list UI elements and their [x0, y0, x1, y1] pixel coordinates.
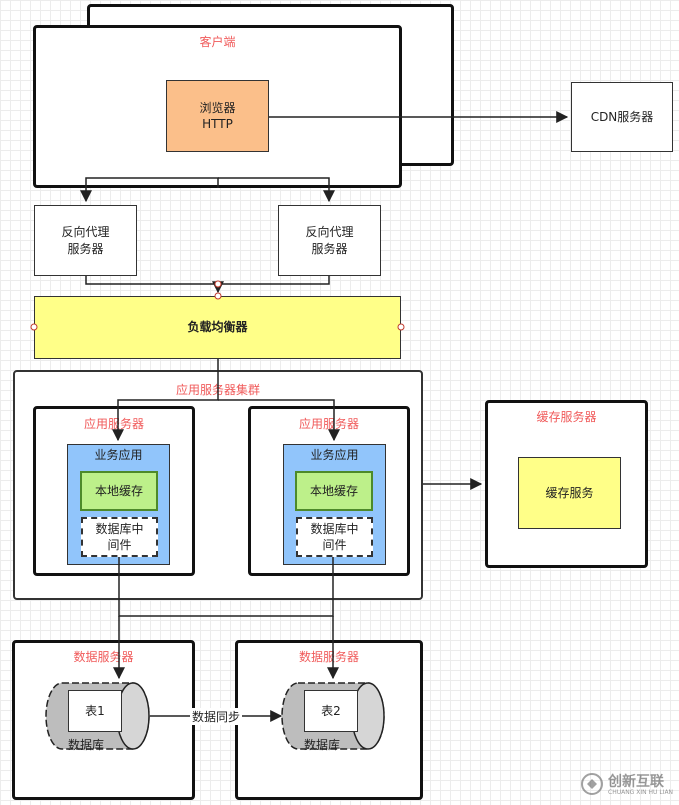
- logo-icon: [581, 773, 603, 795]
- browser-node[interactable]: 浏览器 HTTP: [166, 80, 269, 152]
- connection-point: [214, 280, 222, 288]
- db-middleware-node[interactable]: 数据库中 间件: [81, 517, 158, 557]
- client-title: 客户端: [199, 35, 236, 49]
- client-to-proxy-connector: [80, 177, 219, 203]
- connection-point: [214, 292, 222, 300]
- reverse-proxy-node[interactable]: 反向代理 服务器: [278, 205, 381, 276]
- local-cache-node[interactable]: 本地缓存: [295, 471, 373, 511]
- connection-point: [397, 323, 405, 331]
- db-middleware-node[interactable]: 数据库中 间件: [296, 517, 373, 557]
- cache-server-title: 缓存服务器: [536, 410, 597, 424]
- middleware-to-db-connector: [118, 557, 334, 617]
- db-label: 数据库: [68, 738, 105, 752]
- table-node[interactable]: 表1: [68, 690, 122, 732]
- table-node[interactable]: 表2: [304, 690, 358, 732]
- business-app-label: 业务应用: [94, 448, 143, 462]
- watermark-text: 创新互联: [608, 774, 664, 790]
- watermark: 创新互联 CHUANG XIN HU LIAN: [578, 768, 678, 802]
- client-to-proxy-connector: [218, 177, 335, 203]
- cache-service-node[interactable]: 缓存服务: [518, 457, 621, 529]
- watermark-subtext: CHUANG XIN HU LIAN: [608, 789, 674, 796]
- proxy-to-lb-connector: [85, 276, 330, 285]
- lb-to-app-connector: [218, 399, 340, 442]
- app-server-title: 应用服务器: [298, 417, 359, 431]
- cdn-server-node[interactable]: CDN服务器: [571, 82, 673, 152]
- sync-label: 数据同步: [190, 708, 243, 725]
- connection-point: [30, 323, 38, 331]
- local-cache-node[interactable]: 本地缓存: [80, 471, 158, 511]
- business-app-label: 业务应用: [310, 448, 359, 462]
- load-balancer-node[interactable]: 负载均衡器: [34, 296, 401, 359]
- reverse-proxy-node[interactable]: 反向代理 服务器: [34, 205, 137, 276]
- db-server-title: 数据服务器: [298, 650, 359, 664]
- app-server-title: 应用服务器: [83, 417, 144, 431]
- db-label: 数据库: [304, 738, 341, 752]
- lb-to-app-connector: [112, 359, 219, 442]
